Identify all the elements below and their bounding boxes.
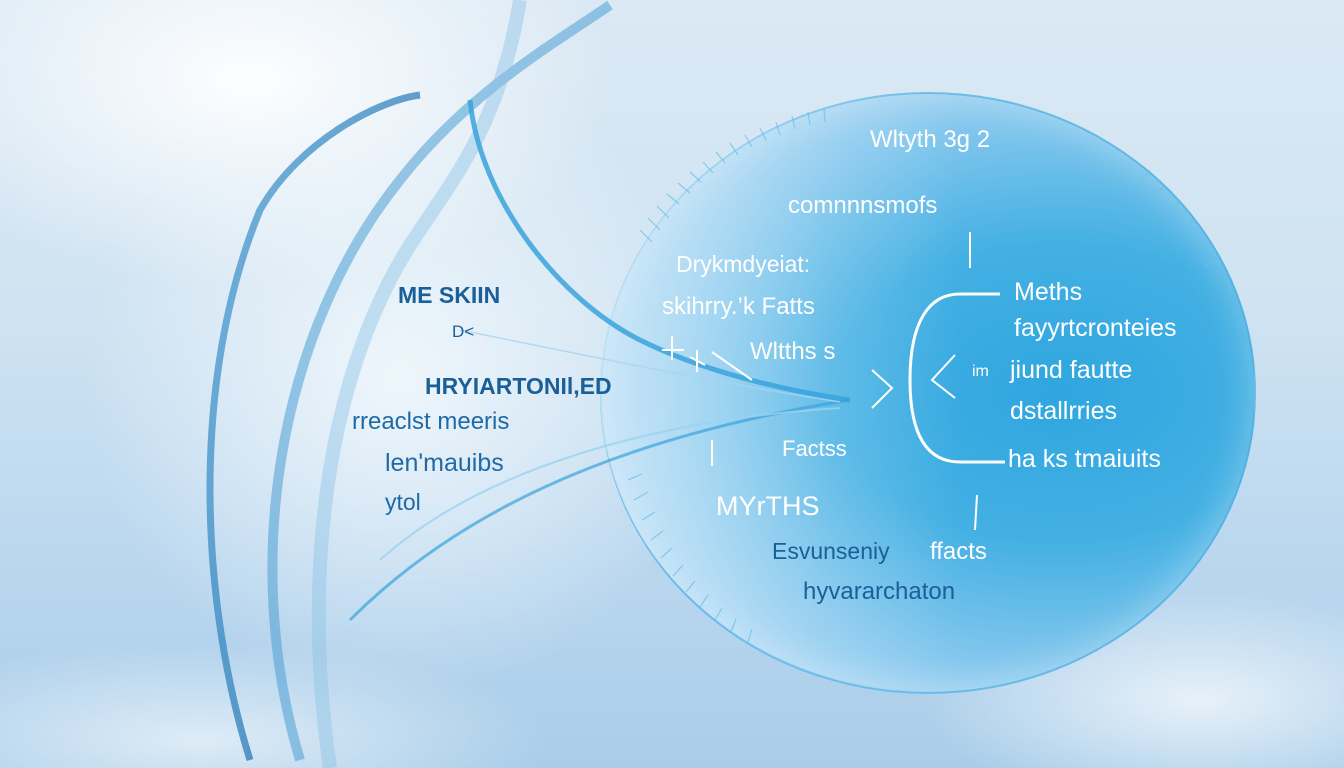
bracket-item-2: fayyrtcronteies [1014,314,1177,342]
bracket-item-1: Meths [1014,278,1083,306]
label-len-mauths: len'mauibs [385,449,504,477]
circle-line-myths: MYrTHS [716,491,820,521]
bracket-item-5: ha ks tmaiuits [1008,445,1161,473]
label-me-skin: ME SKIIN [398,282,501,308]
circle-line-ffacts: ffacts [930,538,987,565]
circle-line-dry: Drykmdyeiat: [676,251,811,277]
circle-line-withs: Wltths s [750,338,836,365]
label-d-arrow: D< [452,322,475,341]
circle-line-facts: Factss [782,436,847,461]
circle-line-hydration: hyvararchaton [803,578,956,605]
circle-line-skin-facts: skihrry.’k Fatts [662,293,815,320]
bracket-prefix: im [972,363,989,380]
bracket-item-3: jiund fautte [1010,356,1133,384]
bracket-item-4: dstallrries [1010,397,1117,425]
label-reacts-meters: rreaclst meeris [352,408,510,435]
circle-line-everyday: Esvunseniy [772,538,890,564]
background-haze [0,0,700,768]
disc-tick-marks [627,108,1216,643]
label-hydrated: HRYIARTONIl,ED [425,373,612,399]
blue-disc-highlight [600,92,1252,690]
circle-title: Wltyth 3g 2 [870,126,991,153]
label-ytol: ytol [385,489,421,515]
circle-subtitle: comnnnsmofs [788,192,938,219]
